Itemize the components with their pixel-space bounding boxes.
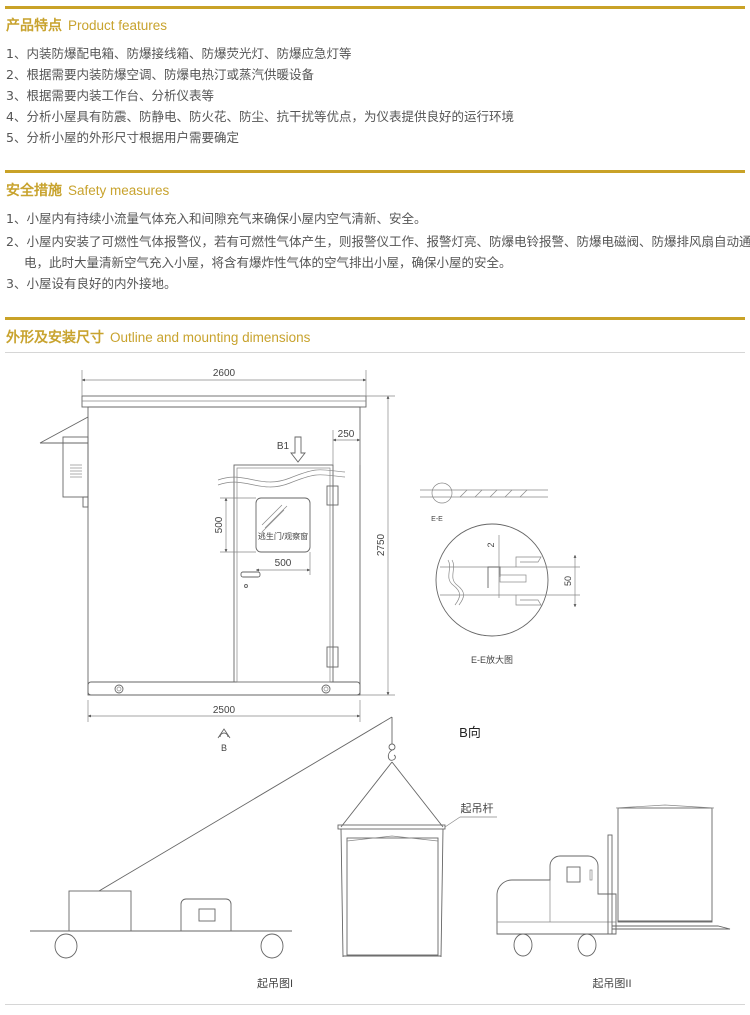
section-ee-detail — [435, 523, 580, 637]
lift-figure-1-caption: 起吊图I — [257, 977, 293, 990]
dimension-lines — [81, 370, 395, 739]
feature-item: 1、内装防爆配电箱、防爆接线箱、防爆荧光灯、防爆应急灯等 — [6, 46, 352, 61]
arrow-b1-label: B1 — [277, 441, 290, 452]
door-handle-icon — [240, 571, 261, 578]
features-title-cn: 产品特点 — [6, 18, 62, 34]
dimensions-rule — [5, 317, 745, 320]
feature-item: 5、分析小屋的外形尺寸根据用户需要确定 — [6, 130, 239, 145]
dimensions-title-cn: 外形及安装尺寸 — [6, 330, 104, 346]
view-b-heading: B向 — [459, 725, 481, 740]
dim-window-height: 500 — [214, 516, 225, 533]
lifting-figure-1 — [30, 716, 497, 959]
safety-item-continued: 电，此时大量清新空气充入小屋，将含有爆炸性气体的空气排出小屋，确保小屋的安全。 — [24, 255, 512, 270]
lift-bar-label: 起吊杆 — [461, 801, 494, 815]
crane-hook-icon — [387, 749, 396, 761]
door — [217, 464, 346, 683]
section-ee — [420, 482, 548, 504]
detail-label: E-E放大图 — [471, 654, 513, 665]
safety-item: 1、小屋内有持续小流量气体充入和间隙充气来确保小屋内空气清新、安全。 — [6, 211, 427, 226]
safety-heading: 安全措施 Safety measures — [6, 180, 169, 200]
window-label: 逃生门/观察窗 — [258, 531, 308, 541]
safety-item: 2、小屋内安装了可燃性气体报警仪，若有可燃性气体产生，则报警仪工作、报警灯亮、防… — [6, 234, 750, 249]
cabin-front-view: 逃生门/观察窗 — [39, 395, 367, 696]
air-conditioner-icon — [39, 416, 89, 508]
safety-title-cn: 安全措施 — [6, 183, 62, 199]
section-ee-label: E-E — [431, 516, 443, 523]
dimensions-underline — [5, 352, 745, 353]
arrow-down-icon — [290, 436, 306, 463]
features-title-en: Product features — [68, 18, 168, 33]
features-heading: 产品特点 Product features — [6, 15, 167, 35]
lift-figure-2-caption: 起吊图II — [592, 977, 631, 990]
safety-rule — [5, 170, 745, 173]
dim-height: 2750 — [376, 533, 387, 556]
view-marker-icon — [217, 728, 231, 739]
features-rule — [5, 6, 745, 9]
detail-height-dim: 50 — [563, 576, 573, 586]
dim-bottom: 2500 — [213, 705, 236, 716]
safety-title-en: Safety measures — [68, 183, 170, 198]
dim-offset: 250 — [338, 429, 355, 440]
feature-item: 2、根据需要内装防爆空调、防爆电热汀或蒸汽供暖设备 — [6, 67, 314, 82]
dim-top: 2600 — [213, 368, 236, 379]
bottom-rule — [5, 1004, 745, 1005]
detail-gap-dim: 2 — [486, 542, 496, 547]
feature-item: 4、分析小屋具有防震、防静电、防火花、防尘、抗干扰等优点，为仪表提供良好的运行环… — [6, 109, 514, 124]
dim-window-width: 500 — [275, 558, 292, 569]
lifting-figure-2 — [496, 804, 731, 957]
dimensions-heading: 外形及安装尺寸 Outline and mounting dimensions — [6, 327, 310, 347]
dimensions-title-en: Outline and mounting dimensions — [110, 330, 311, 345]
view-b-label: B — [221, 743, 227, 753]
safety-item: 3、小屋设有良好的内外接地。 — [6, 276, 177, 291]
feature-item: 3、根据需要内装工作台、分析仪表等 — [6, 88, 214, 103]
